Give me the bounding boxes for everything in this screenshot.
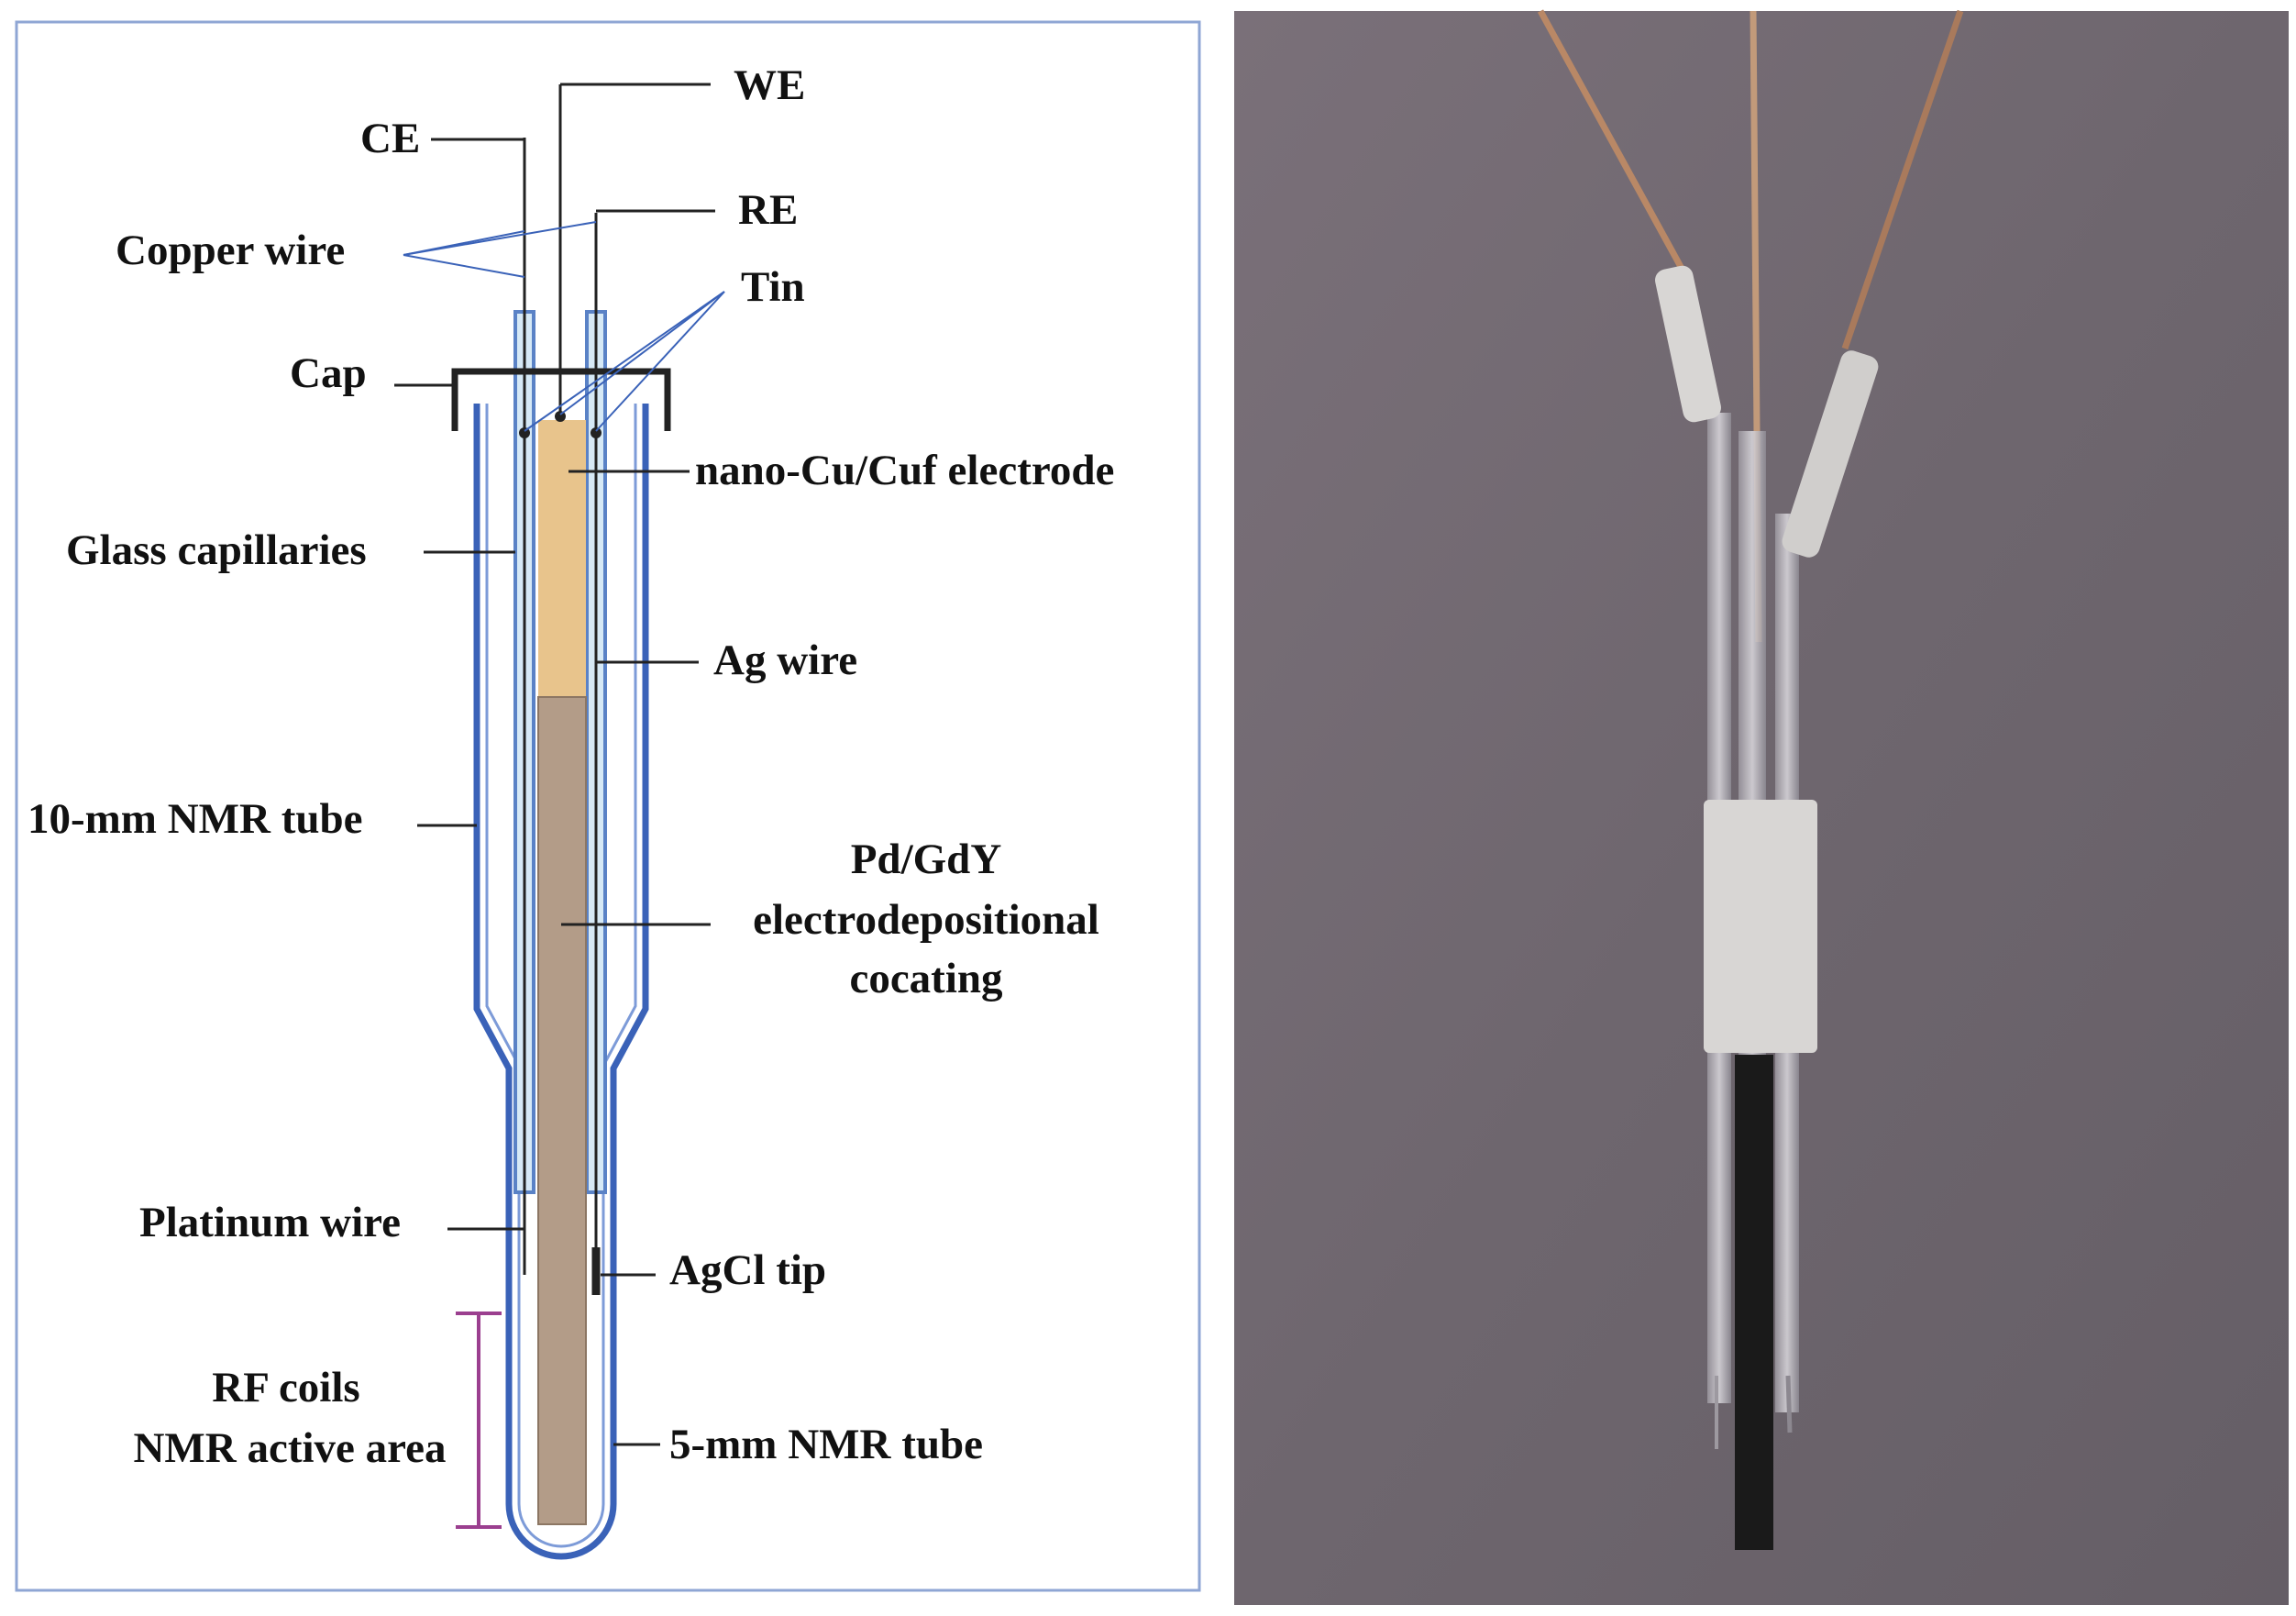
- photo-panel: [1234, 9, 2289, 1605]
- label-we: WE: [734, 61, 805, 109]
- label-nmr-tube-10: 10-mm NMR tube: [28, 795, 363, 843]
- photo-black-strip: [1735, 1055, 1773, 1550]
- photo-copper-wire-right: [1841, 9, 1964, 350]
- label-rf-coils-1: RF coils: [212, 1364, 359, 1411]
- leader-copper-2: [403, 221, 597, 256]
- photo-copper-wire-left: [1537, 9, 1689, 277]
- label-coating-1: Pd/GdY: [851, 836, 1002, 883]
- label-glass-capillaries: Glass capillaries: [66, 526, 367, 574]
- label-coating-2: electrodepositional: [753, 896, 1099, 944]
- nmr-tube-outer: [473, 404, 649, 1560]
- nmr-tube-inner: [485, 404, 637, 1548]
- rf-coils-marker: [456, 1312, 502, 1529]
- label-rf-coils-2: NMR active area: [133, 1424, 446, 1472]
- label-nmr-tube-5: 5-mm NMR tube: [669, 1421, 983, 1468]
- label-coating-3: cocating: [849, 955, 1003, 1002]
- photo-tape-band: [1704, 800, 1817, 1053]
- leader-copper-3: [403, 254, 525, 278]
- schematic-frame: [15, 20, 1201, 1592]
- photo-tape-left: [1655, 265, 1721, 423]
- schematic-panel: WE CE RE Copper wire Tin Cap nano-Cu/Cuf…: [15, 20, 1201, 1592]
- tin-dot-re: [591, 427, 602, 438]
- label-agcl-tip: AgCl tip: [669, 1246, 826, 1294]
- photo-tape-right: [1782, 350, 1879, 558]
- leader-tin-1: [524, 291, 725, 432]
- label-cap: Cap: [290, 349, 367, 397]
- label-platinum-wire: Platinum wire: [139, 1199, 401, 1246]
- nano-cu-electrode-body: [538, 420, 586, 697]
- photo-agcl-wire: [1785, 1375, 1793, 1433]
- label-electrode: nano-Cu/Cuf electrode: [695, 447, 1114, 494]
- label-ag-wire: Ag wire: [713, 636, 857, 684]
- label-copper-wire: Copper wire: [116, 227, 345, 274]
- label-tin: Tin: [741, 263, 805, 311]
- leader-tin-2: [559, 291, 725, 415]
- pd-gdy-coating-body: [537, 696, 587, 1525]
- label-ce: CE: [360, 115, 420, 162]
- label-re: RE: [738, 186, 798, 234]
- leader-tin-3: [595, 291, 725, 432]
